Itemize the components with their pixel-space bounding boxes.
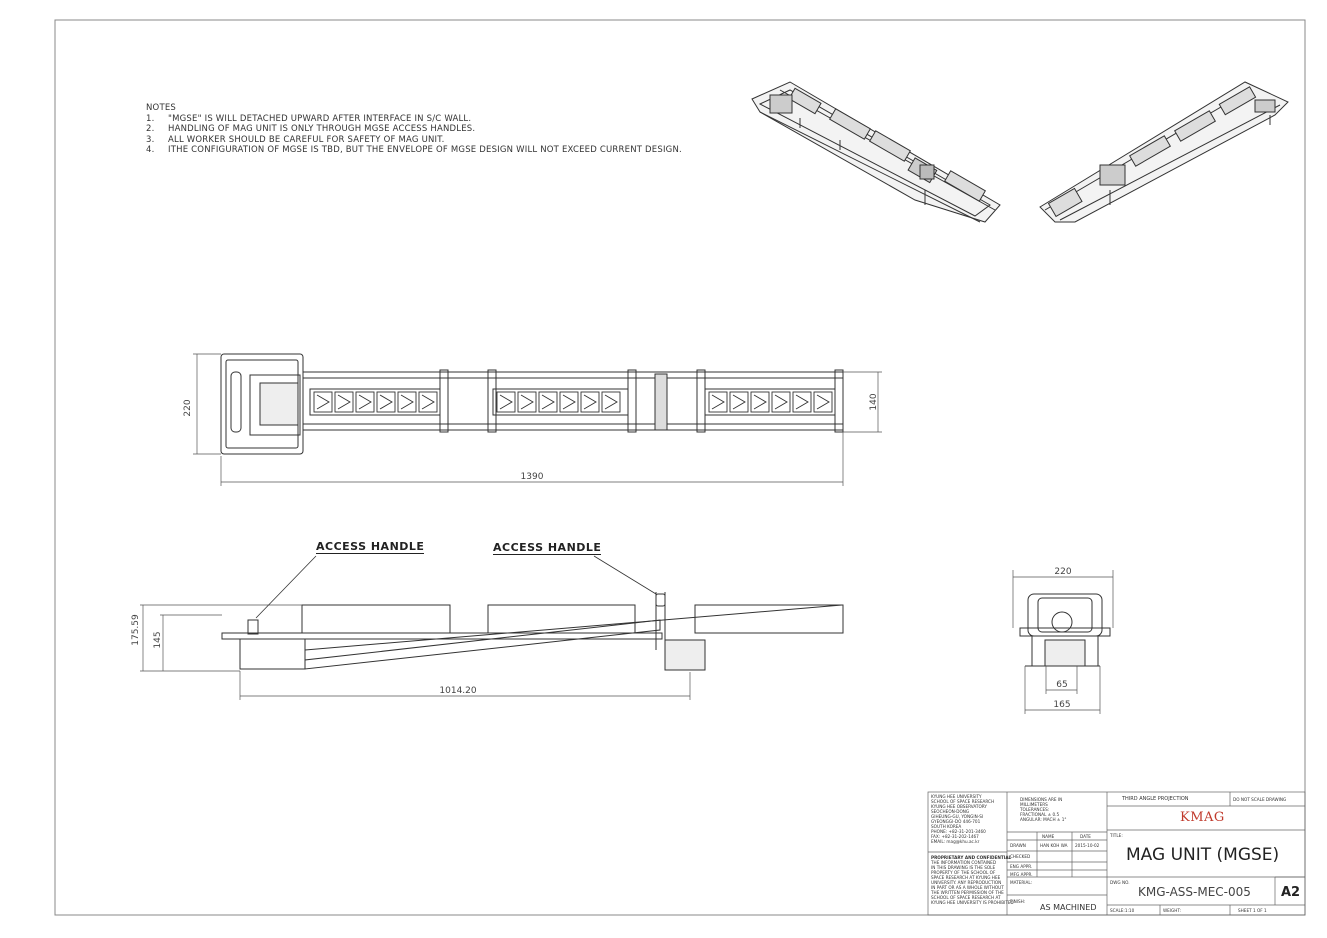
kmag-logo: KMAG xyxy=(1180,810,1225,825)
lightening-hole xyxy=(580,391,600,413)
lightening-hole-web xyxy=(421,394,435,410)
notes-heading: NOTES xyxy=(146,103,177,113)
lightening-hole xyxy=(601,391,621,413)
lightening-hole xyxy=(313,391,333,413)
lightening-hole xyxy=(538,391,558,413)
dwg-no-label: DWG NO. xyxy=(1110,880,1130,885)
top-view xyxy=(220,353,844,455)
lightening-hole-web xyxy=(499,394,513,410)
lightening-hole xyxy=(792,391,812,413)
lightening-hole-web xyxy=(316,394,330,410)
end-view xyxy=(1019,593,1111,667)
dim-side-length: 1014.20 xyxy=(439,686,476,696)
drawn-name: HAN KOH WA xyxy=(1040,843,1068,848)
lightening-hole xyxy=(559,391,579,413)
lightening-hole-web xyxy=(732,394,746,410)
scale-label: SCALE:1:10 xyxy=(1110,908,1135,913)
lightening-hole xyxy=(813,391,833,413)
proprietary-notice: PROPRIETARY AND CONFIDENTIAL THE INFORMA… xyxy=(931,855,1014,905)
projection-label: THIRD ANGLE PROJECTION xyxy=(1122,796,1189,802)
row-eng-appr: ENG APPR. xyxy=(1010,864,1033,869)
note-item: 1."MGSE" IS WILL DETACHED UPWARD AFTER I… xyxy=(146,113,472,124)
dim-side-height-total: 175.59 xyxy=(131,614,141,646)
drawn-date: 2015-10-02 xyxy=(1075,843,1100,848)
callout-leaders xyxy=(255,555,657,619)
lightening-hole-web xyxy=(795,394,809,410)
lightening-hole xyxy=(355,391,375,413)
row-mfg-appr: MFG APPR. xyxy=(1010,872,1033,877)
lightening-hole-web xyxy=(604,394,618,410)
notes-block: NOTES 1."MGSE" IS WILL DETACHED UPWARD A… xyxy=(146,103,682,156)
lightening-hole-web xyxy=(753,394,767,410)
lightening-hole xyxy=(729,391,749,413)
dim-end-width-top: 220 xyxy=(1054,567,1071,577)
lightening-hole xyxy=(376,391,396,413)
lightening-hole-web xyxy=(711,394,725,410)
row-drawn: DRAWN xyxy=(1010,843,1026,848)
dim-end-width-bottom: 165 xyxy=(1053,700,1070,710)
date-header: DATE xyxy=(1080,834,1091,839)
title-label: TITLE: xyxy=(1110,833,1123,838)
sheet-label: SHEET 1 OF 1 xyxy=(1238,908,1267,913)
lightening-hole-web xyxy=(520,394,534,410)
lightening-hole-web xyxy=(337,394,351,410)
dim-side-height: 145 xyxy=(153,631,163,648)
name-header: NAME xyxy=(1042,834,1055,839)
lightening-hole xyxy=(750,391,770,413)
isometric-view-right xyxy=(1039,81,1289,223)
lightening-hole xyxy=(771,391,791,413)
side-view-dimensions xyxy=(140,604,691,700)
side-view xyxy=(221,592,844,671)
lightening-hole-web xyxy=(583,394,597,410)
lightening-hole xyxy=(334,391,354,413)
lightening-hole-web xyxy=(816,394,830,410)
note-item: 3.ALL WORKER SHOULD BE CAREFUL FOR SAFET… xyxy=(146,134,445,145)
sheet-size: A2 xyxy=(1281,885,1301,900)
tolerance-notes: DIMENSIONS ARE IN MILLIMETERS TOLERANCES… xyxy=(1020,797,1067,822)
finish-value: AS MACHINED xyxy=(1040,903,1097,912)
access-handle-callout-right: ACCESS HANDLE xyxy=(493,541,602,555)
drawing-title: MAG UNIT (MGSE) xyxy=(1126,845,1280,865)
lightening-hole-web xyxy=(358,394,372,410)
finish-label: FINISH: xyxy=(1010,899,1026,904)
lightening-hole xyxy=(496,391,516,413)
lightening-hole xyxy=(517,391,537,413)
end-view-dimensions xyxy=(1012,570,1114,714)
dim-top-length: 1390 xyxy=(521,472,544,482)
weight-label: WEIGHT: xyxy=(1163,908,1181,913)
lightening-hole-web xyxy=(379,394,393,410)
material-label: MATERIAL: xyxy=(1010,880,1033,885)
access-handle-callout-left: ACCESS HANDLE xyxy=(316,540,425,554)
org-address: KYUNG HEE UNIVERSITY SCHOOL OF SPACE RES… xyxy=(931,794,995,844)
lightening-hole-web xyxy=(562,394,576,410)
lightening-hole xyxy=(418,391,438,413)
sheet-border xyxy=(54,19,1306,916)
dim-top-height-right: 140 xyxy=(869,393,879,410)
lightening-hole-web xyxy=(541,394,555,410)
dim-top-height-left: 220 xyxy=(183,399,193,416)
title-block-frame xyxy=(927,791,1306,916)
top-view-windows xyxy=(313,391,833,413)
drawing-number: KMG-ASS-MEC-005 xyxy=(1138,885,1251,899)
top-view-dimensions xyxy=(193,353,882,486)
lightening-hole-web xyxy=(400,394,414,410)
row-checked: CHECKED xyxy=(1010,854,1031,859)
isometric-view-left xyxy=(751,81,1001,223)
lightening-hole-web xyxy=(774,394,788,410)
lightening-hole xyxy=(708,391,728,413)
note-item: 4.ITHE CONFIGURATION OF MGSE IS TBD, BUT… xyxy=(146,145,682,155)
no-scale-label: DO NOT SCALE DRAWING xyxy=(1233,797,1287,802)
note-item: 2.HANDLING OF MAG UNIT IS ONLY THROUGH M… xyxy=(146,124,476,134)
lightening-hole xyxy=(397,391,417,413)
dim-end-width-inner: 65 xyxy=(1056,680,1067,690)
